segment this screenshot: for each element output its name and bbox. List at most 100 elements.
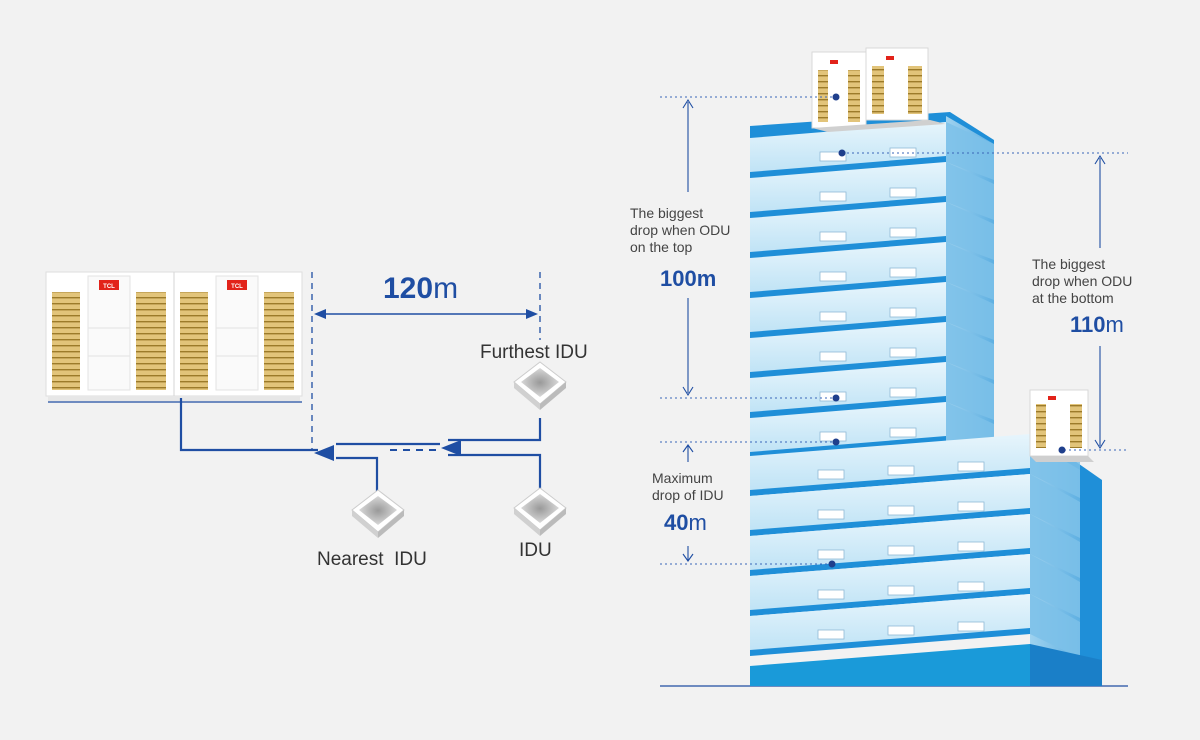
floor-slab [750, 156, 946, 178]
brand-logo [227, 280, 247, 290]
ceiling-vent [819, 191, 847, 202]
ceiling-vent [889, 387, 917, 398]
arrowhead [1094, 154, 1106, 165]
roof-odu-bottom [1029, 389, 1094, 462]
building-base-front [750, 644, 1030, 686]
pipe-nearest [336, 456, 379, 492]
bottom-drop-number: 110 [1070, 312, 1106, 337]
ceiling-vent [887, 505, 915, 516]
marker-dot [838, 149, 846, 157]
ceiling-vent [819, 231, 847, 242]
grille-panel [180, 292, 208, 390]
building-base-side [1030, 644, 1102, 686]
ceiling-vent [817, 509, 845, 520]
ceiling-vent [817, 589, 845, 600]
ceiling-vent [887, 625, 915, 636]
distance-value: 120 [383, 272, 434, 305]
cassette-idu [513, 487, 567, 536]
grille-panel [136, 292, 166, 390]
ceiling-vent [957, 461, 985, 472]
pipe-furthest [448, 418, 542, 442]
marker-dot [828, 560, 836, 568]
caption-line: The biggest [1032, 256, 1106, 272]
ceiling-vent [887, 545, 915, 556]
nearest-idu-label: Nearest IDU [317, 549, 427, 570]
flow-arrow-right [441, 440, 461, 456]
roof-odu-top [811, 47, 946, 132]
building-floors [750, 122, 1080, 658]
cassette-idu-furthest [513, 361, 567, 410]
floor-slab [750, 468, 1030, 496]
ceiling-vent [817, 629, 845, 640]
ceiling-vent [819, 431, 847, 442]
ceiling-vent [817, 469, 845, 480]
floor-slab [750, 548, 1030, 576]
caption-line: drop when ODU [1032, 273, 1133, 289]
arrowhead [682, 98, 694, 109]
floor-slab [750, 276, 946, 298]
floor-slab [750, 628, 1030, 656]
marker-dot [832, 438, 840, 446]
ceiling-vent [957, 501, 985, 512]
floor-slab [750, 508, 1030, 536]
floor-side [1030, 554, 1080, 618]
floor-side [1030, 474, 1080, 538]
idu-drop-number: 40 [664, 510, 689, 535]
reference-lines [660, 96, 1128, 565]
floor-slab [750, 356, 946, 378]
ceiling-vent [957, 541, 985, 552]
arrowhead [682, 386, 694, 397]
floor-slab [750, 588, 1030, 616]
brand-logo [99, 280, 119, 290]
flow-arrow-left [314, 445, 334, 461]
floor-side [946, 162, 994, 220]
marker-dot [1058, 446, 1066, 454]
arrowhead [682, 553, 694, 562]
idu-label: IDU [519, 540, 552, 561]
arrowhead [682, 444, 694, 453]
floor-side [946, 362, 994, 420]
idu-drop-value: 40m [664, 510, 707, 536]
floor-slab [750, 196, 946, 218]
ceiling-vent [819, 271, 847, 282]
distance-label: 120m [383, 272, 458, 306]
floor-slab [750, 396, 946, 418]
grille-panel [264, 292, 294, 390]
brand-logo-text: TCL [231, 284, 243, 290]
top-drop-caption: The biggest drop when ODU on the top [630, 205, 730, 256]
distance-unit: m [433, 272, 459, 305]
floor-side [946, 202, 994, 260]
caption-line: The biggest [630, 205, 704, 221]
ceiling-vent [889, 347, 917, 358]
caption-line: on the top [630, 239, 693, 255]
floor-slab [750, 316, 946, 338]
top-drop-value: 100m [660, 266, 717, 291]
ceiling-vent [887, 465, 915, 476]
arrowhead [1094, 439, 1106, 450]
marker-dot [832, 93, 840, 101]
position-markers [828, 93, 1066, 568]
ceiling-vent [819, 311, 847, 322]
floor-slab [750, 236, 946, 258]
pipe-main [179, 398, 318, 452]
outdoor-unit-group: TCL TCL [45, 271, 303, 403]
furthest-idu-label: Furthest IDU [480, 342, 588, 363]
ceiling-vent [887, 585, 915, 596]
idu-drop-unit: m [688, 510, 707, 535]
caption-line: Maximum [652, 470, 713, 486]
floor-side [946, 322, 994, 380]
bottom-drop-value: 110m [1070, 312, 1124, 338]
ceiling-vent [819, 351, 847, 362]
floor-side [946, 122, 994, 180]
ceiling-vent [889, 227, 917, 238]
bottom-drop-caption: The biggest drop when ODU at the bottom [1032, 256, 1132, 307]
ceiling-vent [889, 187, 917, 198]
ceiling-vent [889, 307, 917, 318]
caption-line: drop when ODU [630, 222, 731, 238]
ceiling-vent [889, 427, 917, 438]
marker-dot [832, 394, 840, 402]
bottom-drop-unit: m [1105, 312, 1124, 337]
ceiling-vent [817, 549, 845, 560]
